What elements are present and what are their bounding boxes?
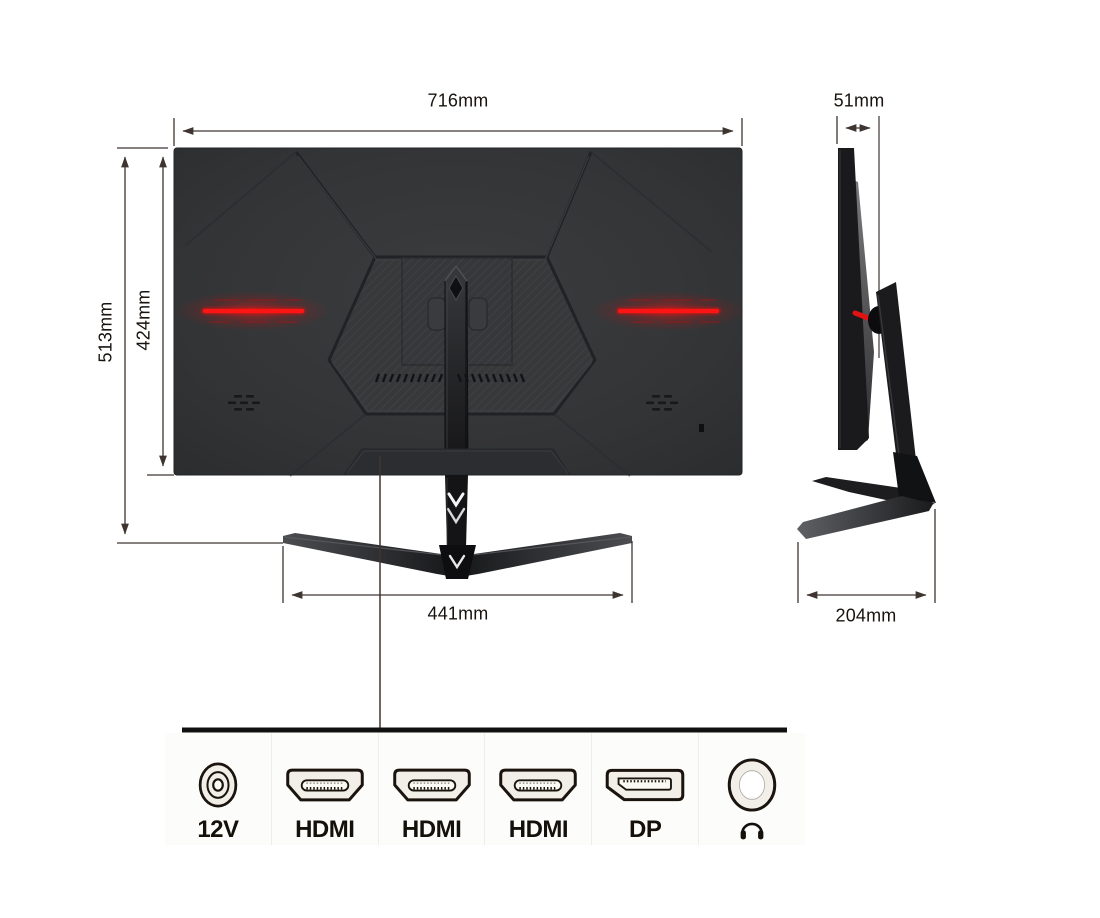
dimension-lines xyxy=(117,116,936,731)
dimension-label-stand-width: 441mm xyxy=(427,603,489,624)
base-wing-left xyxy=(283,533,455,577)
side-led-accent xyxy=(852,310,871,321)
power-indicator xyxy=(699,424,704,432)
base-wing-right xyxy=(460,533,632,577)
bottom-trim xyxy=(343,448,571,476)
port-cell-headphone xyxy=(698,733,805,845)
headphone-icon xyxy=(740,822,764,840)
base-hub xyxy=(439,545,476,579)
dimension-label-base-depth: 204mm xyxy=(835,605,897,626)
headphone-jack-icon xyxy=(727,758,777,812)
stand-column xyxy=(444,265,469,476)
port-cell-hdmi-1: HDMI xyxy=(270,733,378,845)
port-label: 12V xyxy=(197,816,239,843)
dimension-label-depth: 51mm xyxy=(833,90,885,111)
led-strip-left xyxy=(175,291,331,331)
port-cell-displayport: DP xyxy=(591,733,698,845)
hinge-left xyxy=(427,297,447,331)
port-label: HDMI xyxy=(508,816,569,843)
speaker-grille-right xyxy=(646,395,678,411)
dimension-label-height-total: 513mm xyxy=(95,301,116,363)
vent-slots xyxy=(374,373,526,383)
port-cell-dc-power: 12V xyxy=(165,733,271,845)
displayport-icon xyxy=(605,768,685,802)
port-label: HDMI xyxy=(295,816,355,843)
port-label: DP xyxy=(629,816,662,843)
hdmi-icon xyxy=(285,768,364,802)
side-panel xyxy=(838,148,869,450)
port-cell-hdmi-2: HDMI xyxy=(377,733,485,845)
speaker-grille-left xyxy=(228,395,260,411)
led-strip-right xyxy=(590,291,746,331)
port-cell-hdmi-3: HDMI xyxy=(484,733,591,845)
dimension-label-height-panel: 424mm xyxy=(133,289,154,351)
rear-view xyxy=(173,147,746,579)
port-label: HDMI xyxy=(401,816,462,843)
side-view xyxy=(797,116,936,539)
side-stand-arm xyxy=(876,282,916,470)
stand-base xyxy=(283,475,632,579)
dimension-label-width: 716mm xyxy=(427,90,489,111)
hinge-right xyxy=(468,297,488,331)
side-base-front-foot xyxy=(797,496,933,539)
hdmi-icon xyxy=(499,768,578,802)
side-base-knuckle xyxy=(893,452,936,503)
hdmi-icon xyxy=(392,768,471,802)
dc-power-icon xyxy=(198,762,238,808)
io-ports-panel: 12V HDMI HDMI xyxy=(165,733,805,845)
